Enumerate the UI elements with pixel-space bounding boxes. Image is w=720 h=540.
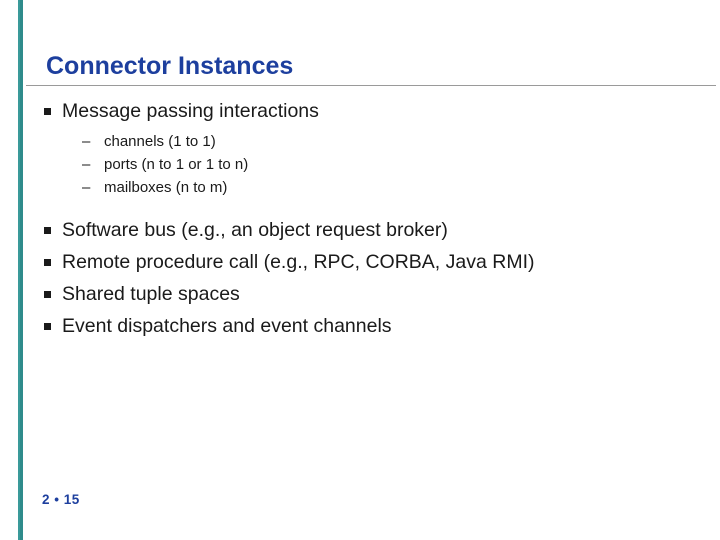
list-item-label: channels (1 to 1)	[104, 133, 216, 150]
slide-content: Message passing interactions – channels …	[40, 96, 700, 343]
list-item: – channels (1 to 1)	[82, 130, 700, 153]
spacer	[40, 205, 700, 215]
square-bullet-icon	[40, 279, 62, 309]
list-item-label: ports (n to 1 or 1 to n)	[104, 156, 249, 173]
title-divider	[26, 85, 716, 86]
square-bullet-icon	[40, 215, 62, 245]
list-item-label: Event dispatchers and event channels	[62, 315, 392, 337]
list-item: Event dispatchers and event channels	[40, 311, 700, 341]
dash-bullet-icon: –	[82, 179, 91, 196]
list-item-label: mailboxes (n to m)	[104, 179, 228, 196]
square-bullet-icon	[40, 96, 62, 126]
list-item: Software bus (e.g., an object request br…	[40, 215, 700, 245]
page-title: Connector Instances	[46, 52, 294, 80]
list-item: Remote procedure call (e.g., RPC, CORBA,…	[40, 247, 700, 277]
square-bullet-icon	[40, 247, 62, 277]
slide-footer: 2 • 15	[42, 492, 80, 507]
left-accent-bar-inner	[18, 0, 20, 540]
list-item-label: Shared tuple spaces	[62, 283, 240, 305]
list-item-label: Message passing interactions	[62, 100, 319, 122]
sub-list: – channels (1 to 1) – ports (n to 1 or 1…	[40, 130, 700, 199]
list-item: Shared tuple spaces	[40, 279, 700, 309]
dash-bullet-icon: –	[82, 133, 91, 150]
list-item-label: Software bus (e.g., an object request br…	[62, 219, 448, 241]
list-item: – ports (n to 1 or 1 to n)	[82, 153, 700, 176]
left-accent-bar	[18, 0, 23, 540]
list-item: – mailboxes (n to m)	[82, 176, 700, 199]
list-item-label: Remote procedure call (e.g., RPC, CORBA,…	[62, 251, 535, 273]
dash-bullet-icon: –	[82, 156, 91, 173]
square-bullet-icon	[40, 311, 62, 341]
list-item: Message passing interactions	[40, 96, 700, 126]
